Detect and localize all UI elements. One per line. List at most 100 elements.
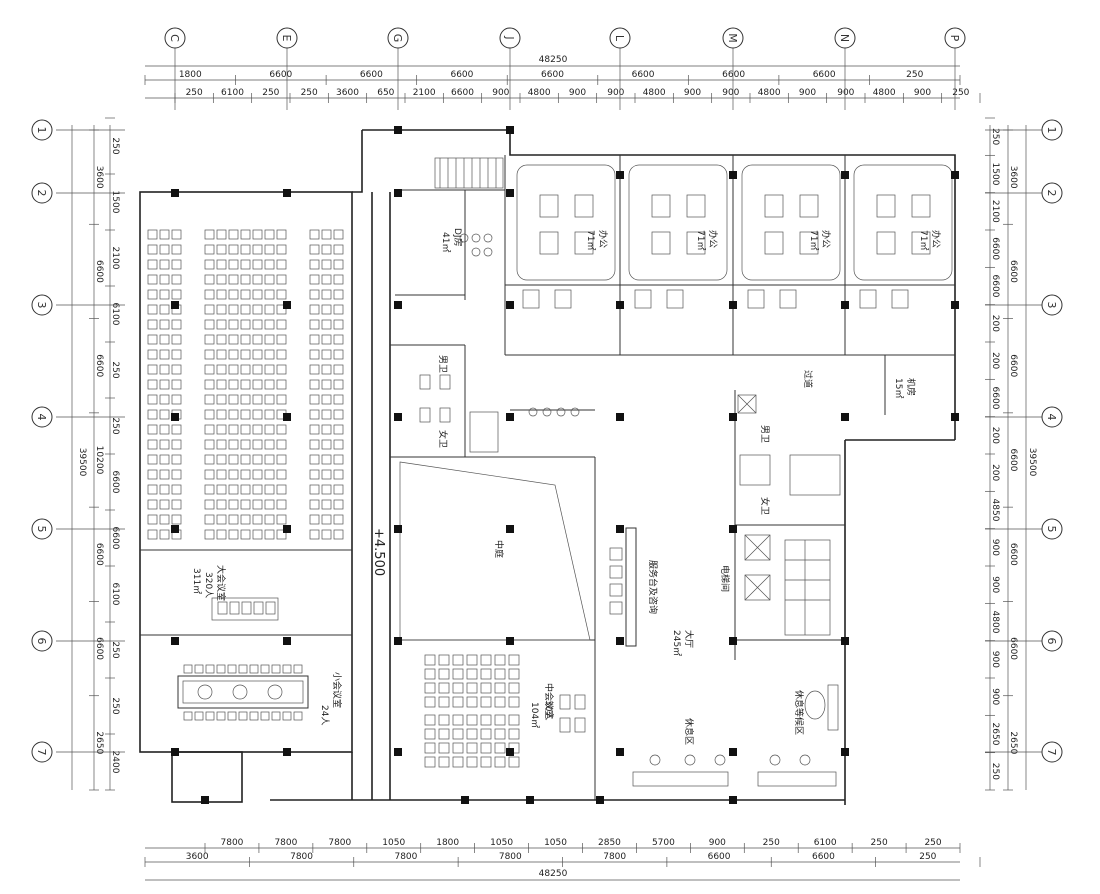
seat [424,682,436,694]
dimension-value: 6600 [110,471,120,494]
seat [276,394,287,405]
dimension-value: 6600 [451,88,474,98]
dimension-value: 1800 [179,70,202,80]
office-1-name: 办公 [597,230,609,248]
dimension-value: 250 [990,128,1000,145]
seat [228,454,239,465]
seat [321,229,332,240]
seat [276,289,287,300]
seat [204,439,215,450]
seat [252,484,263,495]
seat [276,499,287,510]
seat [264,424,275,435]
seat [333,319,344,330]
seat [264,229,275,240]
chair [260,711,270,721]
column [283,748,291,756]
dimension-value: 2650 [94,731,104,754]
seat [147,379,158,390]
chair [183,711,193,721]
chair [183,664,193,674]
seat [240,259,251,270]
seat [574,717,586,733]
seat [228,364,239,375]
dimension-value: 3600 [186,852,209,862]
seat [204,409,215,420]
seat [276,514,287,525]
column [506,525,514,533]
dimension-value: 900 [799,88,816,98]
atrium-outline [399,461,591,641]
column [596,796,604,804]
seat [252,394,263,405]
toilet [554,289,572,309]
male-wc-right: 男卫 [759,425,770,443]
desk [651,194,671,218]
dimension-value: 4800 [873,88,896,98]
desk [651,231,671,255]
seat [333,499,344,510]
seat [438,714,450,726]
seat [276,259,287,270]
seat [159,529,170,540]
seat [216,364,227,375]
seat [309,379,320,390]
dimension-value: 6600 [269,70,292,80]
seat [309,229,320,240]
seat [204,499,215,510]
seat [276,334,287,345]
dimension-value: 2100 [413,88,436,98]
seat [252,319,263,330]
seat [264,319,275,330]
seat [159,379,170,390]
seat [228,349,239,360]
desk [574,194,594,218]
column [394,637,402,645]
column [394,748,402,756]
dimension-value: 6600 [110,527,120,550]
seat [438,728,450,740]
small-meeting-table [177,675,309,709]
dimension-value: 6600 [1008,449,1018,472]
row-axis-label: 3 [35,302,48,309]
female-wc-right: 女卫 [759,497,771,515]
chair [282,711,292,721]
toilet [666,289,684,309]
chair [216,711,226,721]
seat [309,484,320,495]
chair [271,711,281,721]
seat [228,319,239,330]
seat [309,529,320,540]
dimension-value: 6600 [812,852,835,862]
seat [321,424,332,435]
column [171,525,179,533]
row-axis-bubble [31,119,53,141]
seat [424,756,436,768]
chair [249,711,259,721]
seat [333,454,344,465]
office-1-area: 71㎡ [585,230,596,250]
seat [228,394,239,405]
seat [216,334,227,345]
dimension-value: 1800 [436,838,459,848]
seat [424,696,436,708]
seat [159,364,170,375]
dj-room-name: DJ房 [452,228,464,247]
seat [494,696,506,708]
small-meeting-capacity: 24人 [319,705,330,725]
dimension-value: 900 [569,88,586,98]
seat [321,334,332,345]
seat [216,394,227,405]
dimension-value: 3600 [94,166,104,189]
seat [321,379,332,390]
seat [494,728,506,740]
auditorium-seats [147,229,344,540]
seat [321,469,332,480]
column [616,171,624,179]
chair [282,664,292,674]
seat [216,244,227,255]
dimension-value: 1050 [544,838,567,848]
column-axis-bubble [944,27,966,49]
west-wing-outline [139,191,353,753]
